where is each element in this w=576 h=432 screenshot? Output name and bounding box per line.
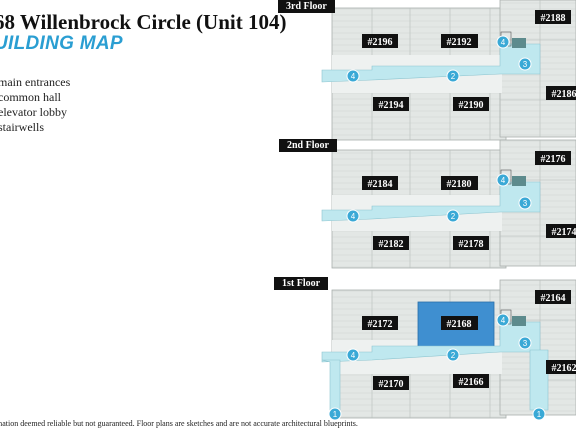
svg-text:#2180: #2180 bbox=[447, 179, 472, 190]
unit-label-2194: #2194 bbox=[373, 97, 409, 111]
floor-label-1st: 1st Floor bbox=[274, 277, 329, 290]
unit-label-2190: #2190 bbox=[453, 97, 489, 111]
svg-text:#2174: #2174 bbox=[552, 227, 576, 238]
svg-text:4: 4 bbox=[351, 212, 356, 221]
svg-text:#2170: #2170 bbox=[379, 379, 404, 390]
stairwell-badge: 4 bbox=[496, 35, 510, 49]
svg-text:2: 2 bbox=[451, 212, 456, 221]
svg-text:#2164: #2164 bbox=[541, 293, 566, 304]
floor-label-3rd: 3rd Floor bbox=[278, 0, 335, 13]
svg-text:#2166: #2166 bbox=[459, 377, 484, 388]
unit-label-2164: #2164 bbox=[535, 290, 571, 304]
svg-text:#2190: #2190 bbox=[459, 100, 484, 111]
unit-label-2162: #2162 bbox=[546, 360, 576, 374]
unit-label-2168: #2168 bbox=[441, 316, 478, 330]
common-hall-badge: 2 bbox=[446, 69, 460, 83]
svg-text:4: 4 bbox=[501, 316, 506, 325]
unit-label-2180: #2180 bbox=[441, 176, 478, 190]
svg-text:4: 4 bbox=[501, 38, 506, 47]
unit-label-2174: #2174 bbox=[546, 224, 576, 238]
unit-label-2182: #2182 bbox=[373, 236, 409, 250]
stairwell-badge: 4 bbox=[346, 209, 360, 223]
svg-text:#2196: #2196 bbox=[368, 37, 393, 48]
svg-text:3: 3 bbox=[523, 339, 528, 348]
page-title: 68 Willenbrock Circle (Unit 104) bbox=[0, 10, 287, 34]
stairwell-badge: 4 bbox=[496, 173, 510, 187]
svg-text:4: 4 bbox=[351, 72, 356, 81]
unit-label-2176: #2176 bbox=[535, 151, 571, 165]
svg-text:1: 1 bbox=[537, 410, 542, 419]
svg-text:#2168: #2168 bbox=[447, 319, 472, 330]
svg-text:2: 2 bbox=[451, 72, 456, 81]
common-hall-badge: 2 bbox=[446, 209, 460, 223]
elevator-lobby-badge: 3 bbox=[518, 57, 532, 71]
svg-text:#2182: #2182 bbox=[379, 239, 404, 250]
svg-text:3: 3 bbox=[523, 199, 528, 208]
unit-label-2178: #2178 bbox=[453, 236, 489, 250]
svg-text:#2186: #2186 bbox=[552, 89, 576, 100]
page-subtitle: UILDING MAP bbox=[0, 33, 123, 54]
elevator-lobby-badge: 3 bbox=[518, 196, 532, 210]
svg-text:4: 4 bbox=[351, 351, 356, 360]
floor-plan-3 bbox=[321, 0, 576, 141]
stairwell-badge: 4 bbox=[496, 313, 510, 327]
legend-item-stairwells: stairwells bbox=[0, 120, 44, 134]
legend-item-main-entrances: main entrances bbox=[0, 75, 71, 89]
common-hall-badge: 2 bbox=[446, 348, 460, 362]
svg-text:#2184: #2184 bbox=[368, 179, 393, 190]
legend-item-elevator-lobby: elevator lobby bbox=[0, 105, 67, 119]
unit-label-2192: #2192 bbox=[441, 34, 478, 48]
elevator-lobby-badge: 3 bbox=[518, 336, 532, 350]
main-entrance-badge: 1 bbox=[328, 407, 342, 421]
legend-item-common-hall: common hall bbox=[0, 90, 61, 104]
unit-label-2172: #2172 bbox=[362, 316, 398, 330]
main-entrance-badge: 1 bbox=[532, 407, 546, 421]
svg-text:2: 2 bbox=[451, 351, 456, 360]
unit-label-2196: #2196 bbox=[362, 34, 398, 48]
svg-text:#2176: #2176 bbox=[541, 154, 566, 165]
svg-text:#2192: #2192 bbox=[447, 37, 472, 48]
svg-text:#2172: #2172 bbox=[368, 319, 393, 330]
svg-text:4: 4 bbox=[501, 176, 506, 185]
unit-label-2170: #2170 bbox=[373, 376, 409, 390]
unit-label-2188: #2188 bbox=[535, 10, 571, 24]
svg-text:#2188: #2188 bbox=[541, 13, 566, 24]
unit-label-2184: #2184 bbox=[362, 176, 398, 190]
svg-text:3: 3 bbox=[523, 60, 528, 69]
svg-text:#2162: #2162 bbox=[552, 363, 576, 374]
svg-text:#2178: #2178 bbox=[459, 239, 484, 250]
stairwell-badge: 4 bbox=[346, 69, 360, 83]
legend: main entrances common hall elevator lobb… bbox=[0, 75, 70, 135]
unit-label-2186: #2186 bbox=[546, 86, 576, 100]
stairwell-badge: 4 bbox=[346, 348, 360, 362]
floor-label-2nd: 2nd Floor bbox=[279, 139, 337, 152]
svg-text:#2194: #2194 bbox=[379, 100, 404, 111]
disclaimer: mation deemed reliable but not guarantee… bbox=[0, 419, 358, 428]
svg-text:1: 1 bbox=[333, 410, 338, 419]
unit-label-2166: #2166 bbox=[453, 374, 489, 388]
